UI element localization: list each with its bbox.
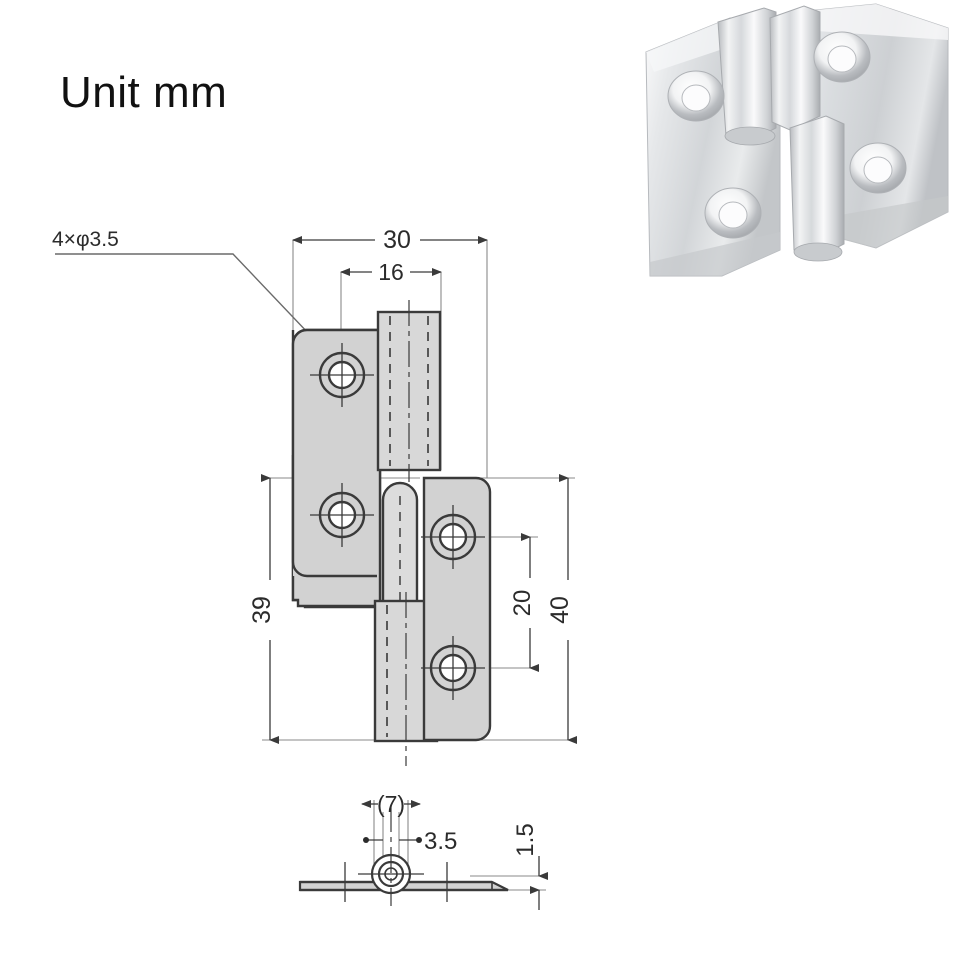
side-view-countersink xyxy=(358,806,424,906)
hole-left-lower xyxy=(310,483,374,547)
dimension-label-7: (7) xyxy=(377,791,405,817)
photo-screw-holes xyxy=(667,31,907,239)
dimension-label-3-5: 3.5 xyxy=(424,828,457,855)
dimension-knuckle-width-ref: (7) xyxy=(361,791,421,817)
side-profile-view xyxy=(298,806,509,906)
page-title: Unit mm xyxy=(60,68,228,117)
upper-knuckle xyxy=(376,300,442,482)
photo-hole-right-lower xyxy=(849,142,907,194)
dimension-label-40: 40 xyxy=(546,596,574,624)
photo-hole-right-upper xyxy=(813,31,871,83)
dimension-countersink-diameter: 3.5 xyxy=(363,828,457,855)
pin-tip xyxy=(381,481,419,610)
product-photo xyxy=(645,3,949,277)
photo-right-knuckle xyxy=(769,5,845,262)
dimension-height-left-leaf: 39 xyxy=(248,474,279,744)
hole-right-upper xyxy=(421,505,485,569)
hole-callout: 4×φ3.5 xyxy=(52,228,331,357)
hole-right-lower xyxy=(421,636,485,700)
upper-knuckle-hidden-lines xyxy=(389,316,429,466)
dimension-label-1-5: 1.5 xyxy=(512,823,539,856)
photo-hole-left-lower xyxy=(704,187,762,239)
countersunk-holes xyxy=(310,343,485,700)
hole-left-upper xyxy=(310,343,374,407)
dimension-label-39: 39 xyxy=(248,596,276,624)
right-leaf xyxy=(422,476,492,742)
dimension-label-30: 30 xyxy=(383,226,411,254)
photo-hole-left-upper xyxy=(667,70,725,122)
photo-left-knuckle xyxy=(717,7,777,146)
hole-callout-label: 4×φ3.5 xyxy=(52,228,119,251)
dimension-plate-thickness: 1.5 xyxy=(512,823,548,910)
dimension-label-20: 20 xyxy=(509,590,536,617)
dimension-width-inner: 16 xyxy=(340,259,442,285)
dimension-hole-spacing: 20 xyxy=(509,533,539,672)
dimension-label-16: 16 xyxy=(378,259,404,285)
dimension-width-overall: 30 xyxy=(292,226,488,254)
dimension-height-right-leaf: 40 xyxy=(546,474,577,744)
